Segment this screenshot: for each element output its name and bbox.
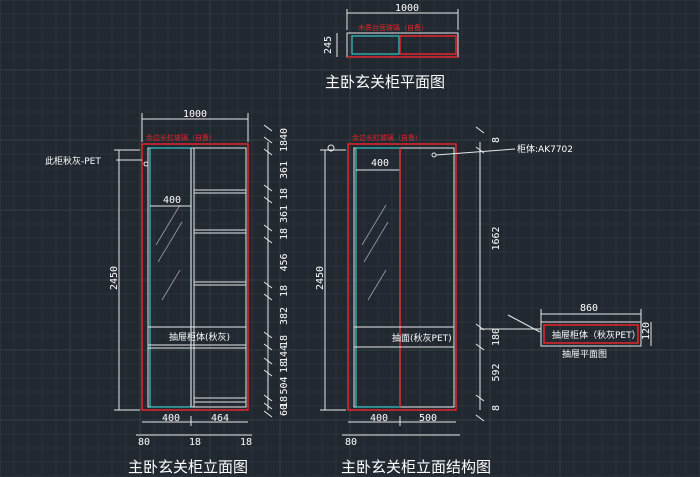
structure-right-dim-0: 8	[491, 137, 502, 143]
elevation-right-dim-6: 456	[279, 253, 290, 271]
elevation-right-dim-1: 18	[279, 140, 290, 152]
elevation-drawer-label: 抽屉柜体(秋灰)	[169, 331, 230, 343]
drawer-plan: 860 抽屉柜体（秋灰PET） 120 抽屉平面图	[480, 303, 652, 360]
structure-door-width: 400	[371, 158, 389, 169]
elevation-bottom-right: 464	[211, 413, 229, 424]
structure-base-dim: 80	[345, 437, 357, 448]
elevation-right-dim-13: 18	[279, 396, 290, 408]
plan-title: 主卧玄关柜平面图	[325, 73, 445, 91]
plan-width-dim: 1000	[395, 3, 419, 14]
plan-view: 1000 木质台面玻璃（自备） 245 主卧玄关柜平面图	[323, 3, 459, 91]
elevation-bottom-left: 400	[162, 413, 180, 424]
elevation-right-dim-14: 60	[279, 404, 290, 416]
drawer-plan-width: 860	[580, 303, 598, 314]
drawer-plan-depth: 120	[641, 322, 652, 340]
elevation-right-dim-9: 18	[279, 335, 290, 347]
plan-note: 木质台面玻璃（自备）	[358, 23, 428, 32]
elevation-side-note: 此柜秋灰-PET	[45, 155, 101, 167]
structure-bottom-right: 500	[419, 413, 437, 424]
elevation-right-dim-3: 18	[279, 188, 290, 200]
structure-right-dim-2: 180	[491, 328, 502, 346]
structure-right-dims: 8 1662 180 592 8	[475, 126, 502, 422]
elevation-right-dim-5: 18	[279, 228, 290, 240]
elevation-right-dim-11: 18	[279, 361, 290, 373]
plan-depth-dim: 245	[323, 36, 334, 54]
elevation-glass-note: 金边长虹玻璃（自备）	[146, 133, 216, 142]
elevation-right-dim-4: 361	[279, 205, 290, 223]
structure-drawer-label: 抽面(秋灰PET)	[392, 332, 452, 344]
elevation-right-dim-0: 40	[279, 128, 290, 140]
elevation-right-dim-7: 18	[279, 285, 290, 297]
elevation-base-dim-1: 80	[138, 437, 150, 448]
elevation-door-width: 400	[163, 195, 181, 206]
structure-view: 金边长虹玻璃（自备） 400 抽面(秋灰PET) 柜体:AK7702 2450 …	[315, 126, 573, 476]
structure-title: 主卧玄关柜立面结构图	[341, 458, 491, 476]
structure-bottom-left: 400	[370, 413, 388, 424]
structure-cabinet-label: 柜体:AK7702	[517, 143, 573, 155]
elevation-top-width: 1000	[183, 109, 207, 120]
drawer-plan-label: 抽屉柜体（秋灰PET）	[552, 329, 641, 341]
structure-glass-note: 金边长虹玻璃（自备）	[352, 133, 422, 142]
elevation-base-dim-2: 18	[189, 437, 201, 448]
elevation-right-dim-10: 144	[279, 345, 290, 363]
structure-height: 2450	[315, 266, 326, 290]
elevation-view: 1000 金边长虹玻璃（自备） 400 抽屉柜体(秋灰) 2450 此柜秋灰-P	[45, 109, 290, 476]
elevation-title: 主卧玄关柜立面图	[128, 458, 248, 476]
structure-right-dim-3: 592	[491, 363, 502, 381]
elevation-height: 2450	[109, 266, 120, 290]
structure-right-dim-4: 8	[491, 405, 502, 411]
elevation-base-dim-3: 18	[240, 437, 252, 448]
drawer-plan-title: 抽屉平面图	[562, 348, 607, 360]
structure-right-dim-1: 1662	[491, 226, 502, 250]
elevation-right-dim-2: 361	[279, 161, 290, 179]
elevation-right-dim-8: 382	[279, 307, 290, 325]
elevation-right-dim-12: 504	[279, 376, 290, 394]
